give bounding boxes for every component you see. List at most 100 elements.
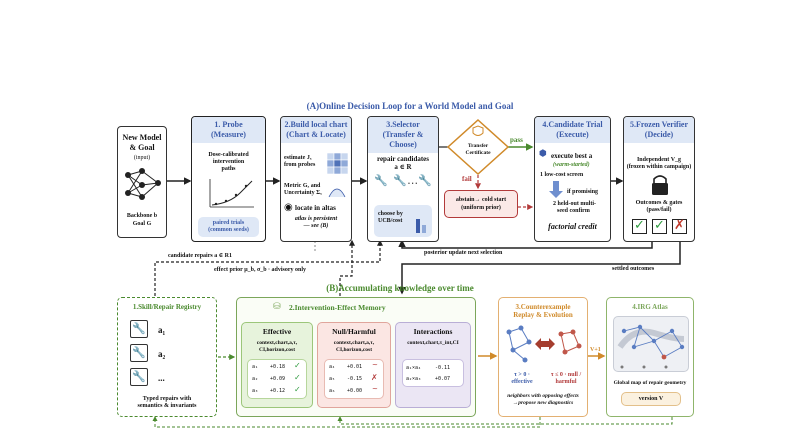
interactions-panel: Interactions context,chart,τ_int,CI a₁×a… [395,322,471,408]
null-val-2: -0.15 [347,376,363,382]
probe-header: 1. Probe (Measure) [192,117,265,143]
chart-title: 2.Build local chart [284,120,348,129]
trial-warm: (warm-started) [553,162,590,168]
registry-a3: ... [158,373,165,383]
memory-box: ⛁ 2.Intervention-Effect Memory Effective… [236,297,476,417]
selector-title: 3.Selector [386,120,420,129]
null-panel: Null/Harmful context,chart,a,τ, CI,horiz… [317,322,391,408]
network-icon [125,168,161,200]
atlas-map [613,316,689,372]
tilde-icon-1: ~ [372,361,378,369]
trial-execute: execute best a [551,152,593,160]
check-icon-e2: ✓ [294,373,301,382]
lock-icon [652,175,668,195]
verifier-box: 5.Frozen Verifier (Decide) Independent V… [623,116,695,242]
atlas-version-badge: version V [621,392,681,406]
verifier-outcomes2: (pass/fail) [646,207,672,213]
null-table: a₄ +0.01 ~ a₅ -0.15 ✗ a₆ +0.00 ~ [324,359,384,399]
atlas-box: 4.IRG Atlas Global map of repair geometr… [606,297,694,417]
effective-table: a₁ +0.18 ✓ a₂ +0.09 ✓ a₃ +0.12 ✓ [247,359,307,399]
bar-chart-icon [416,219,426,233]
cross-icon-n: ✗ [371,373,378,382]
chart-persistent2: — see (B) [303,223,329,229]
selector-candidates2: a ∈ R [394,163,412,171]
chart-subtitle: (Chart & Locate) [286,130,346,139]
probe-footer1: paired trials [212,220,245,226]
counter-footer2: →propose new diagnostics [512,400,574,406]
null-val-1: +0.01 [347,364,363,370]
check-icon-2: ✓ [652,219,667,234]
label-effect-prior: effect prior μ_b, σ_b · advisory only [214,267,307,273]
verifier-line1: Independent V_g [636,157,682,163]
chart-estimate1: estimate Jₓ [284,155,312,161]
probe-desc3: paths [221,166,236,172]
registry-footer1: Typed repairs with [142,396,192,402]
probe-title: 1. Probe [214,120,243,129]
selector-choose2: UCB/cost [378,218,403,224]
interactions-title: Interactions [413,327,453,336]
selector-candidates1: repair candidates [376,155,430,163]
arrow-effect-prior [339,239,355,296]
tilde-icon-2: ~ [372,385,378,393]
atlas-footer: Global map of repair geometry [613,380,687,386]
null-ctx2: CI,horizon,cost [335,347,373,353]
counter-null2: harmful [555,379,577,385]
counter-title2: Replay & Evolution [513,311,573,319]
chart-estimate2: from probes [284,162,316,168]
inter-key-2: a₂×a₃ [406,376,422,382]
counter-footer1: neighbors with opposing effects [507,393,579,399]
verifier-header: 5.Frozen Verifier (Decide) [624,117,694,143]
inter-val-1: -0.11 [435,365,451,371]
input-backbone: Backbone b [126,213,158,219]
check-icon-1: ✓ [632,219,647,234]
chart-metric2: Uncertainty Σₓ [284,190,322,196]
trial-promising: if promising [567,189,599,195]
counter-null1: τ ≤ 0 · null / [550,372,582,378]
null-title: Null/Harmful [332,327,376,336]
wrench-icon-3: 🔧 [130,368,148,386]
atlas-title: 4.IRG Atlas [632,303,668,311]
trial-header: 4.Candidate Trial (Execute) [535,117,610,143]
arrow-atlas-feedback [337,416,673,425]
effective-key-3: a₃ [252,388,259,394]
inter-key-1: a₁×a₄ [406,365,422,371]
verifier-line2: (frozen within campaign) [626,164,692,170]
input-goal: Goal G [132,221,152,227]
chart-locate: locate in altas [295,204,336,212]
certificate-label2: Certificate [465,150,491,156]
effective-val-1: +0.18 [270,364,286,370]
registry-a2: a₂ [158,349,166,359]
inter-val-2: +0.07 [435,376,451,382]
trial-credit: factorial credit [548,222,597,231]
selector-choose1: choose by [378,211,403,217]
interactions-ctx1: context,chart,τ_int,CI [407,340,459,346]
counter-eff2: effective [511,379,533,385]
verifier-title: 5.Frozen Verifier [629,120,689,129]
registry-a1: a₁ [158,325,166,335]
registry-footer2: semantics & invariants [137,403,197,409]
certificate-fail: fail [462,175,472,183]
check-icon-e1: ✓ [294,361,301,370]
effective-title: Effective [262,327,292,336]
arrow-candidate-repairs [154,239,383,296]
section-b-title: (B)Accumulating knowledge over time [326,283,474,293]
null-ctx1: context,chart,a,τ, [333,340,375,346]
counter-title1: 3.Counterexample [515,303,571,311]
arrow-counter-feedback [152,416,541,428]
effective-panel: Effective context,chart,a,τ, CI,horizon,… [241,322,313,408]
effective-val-3: +0.12 [270,388,286,394]
registry-title: 1.Skill/Repair Registry [132,303,202,311]
cross-icon: ✗ [672,219,687,234]
database-icon: ⛁ [273,302,281,312]
counter-box: 3.Counterexample Replay & Evolution τ > … [498,297,588,417]
verifier-outcomes1: Outcomes & gates [635,200,683,206]
atlas-graph-icon [617,324,685,369]
chart-persistent1: atlas is persistent [294,216,338,222]
selector-box: 3.Selector (Transfer & Choose) repair ca… [367,116,439,242]
section-a-title: (A)Online Decision Loop for a World Mode… [306,101,514,111]
label-v-plus-1: V+1 [590,347,601,353]
abstain-line2: (uniform prior) [461,205,501,211]
certificate-label1: Transfer [467,143,489,149]
counter-eff1: τ > 0 · [514,372,530,378]
memory-title: 2.Intervention-Effect Memory [289,303,386,312]
